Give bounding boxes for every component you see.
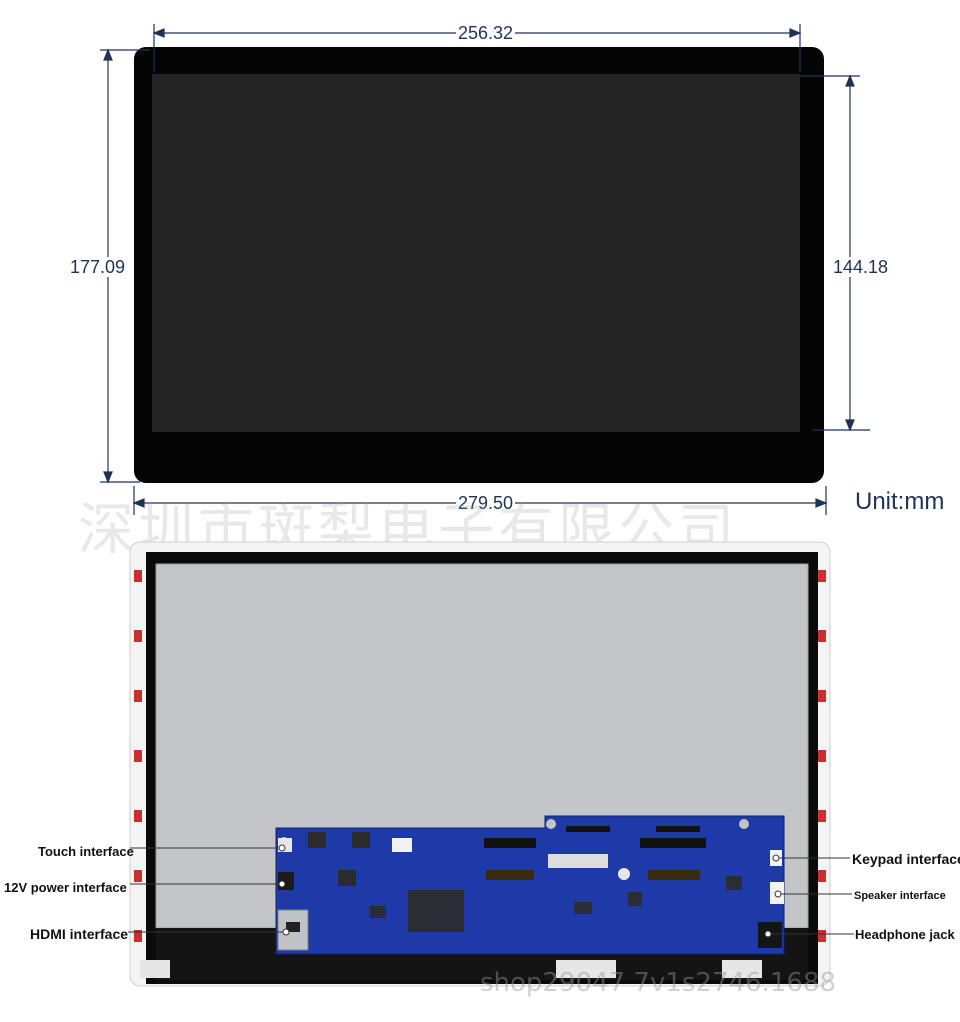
front-view-diagram [100, 24, 870, 515]
callout-lines [128, 847, 854, 935]
hdmi-interface-label: HDMI interface [30, 926, 129, 942]
keypad-interface-label: Keypad interface [852, 851, 960, 867]
unit-label: Unit:mm [855, 488, 945, 515]
tape-marks-right [818, 570, 826, 942]
main-chip [408, 890, 464, 932]
driver-board [275, 815, 785, 955]
back-view-diagram [128, 541, 854, 987]
left-height-label: 177.09 [68, 257, 128, 277]
right-dimension [800, 74, 870, 432]
touch-interface-label: Touch interface [38, 844, 134, 859]
tape-marks-left [134, 570, 142, 942]
front-screen [152, 74, 800, 432]
power-interface-label: 12V power interface [4, 880, 127, 895]
right-height-label: 144.18 [831, 257, 891, 277]
bottom-width-label: 279.50 [456, 493, 516, 513]
speaker-interface-label: Speaker interface [854, 890, 946, 902]
top-width-label: 256.32 [456, 23, 516, 43]
headphone-jack-label: Headphone jack [855, 927, 955, 942]
shop-watermark: shop29047 7v1s2746.1688 [480, 968, 837, 998]
